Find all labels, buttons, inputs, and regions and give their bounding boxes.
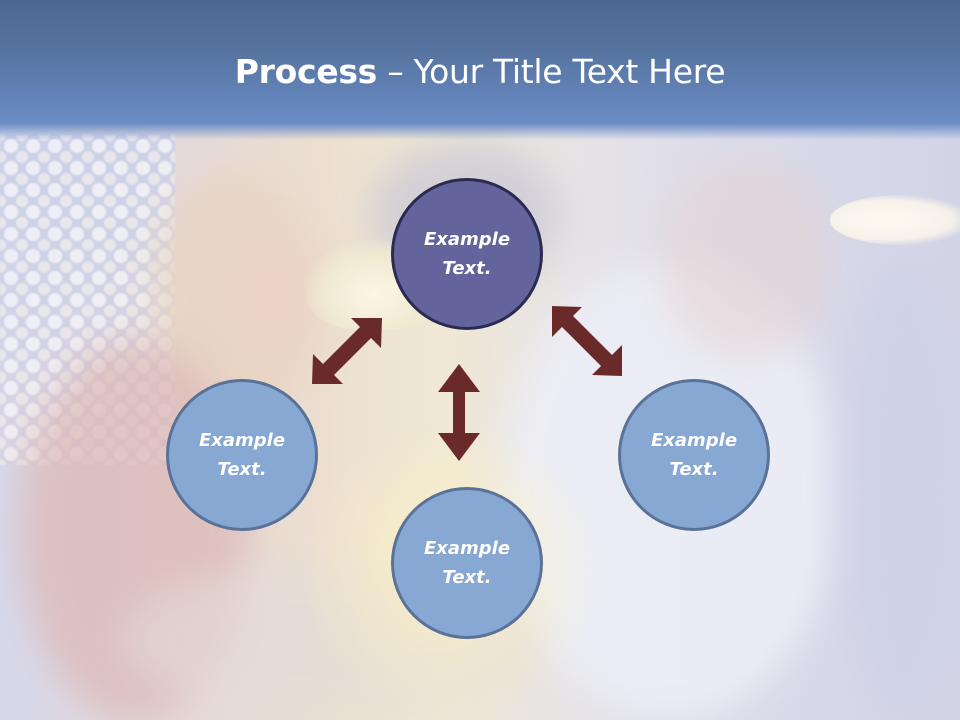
node-label-line2: Text. [217, 459, 267, 480]
process-node-bottom[interactable]: Example Text. [391, 487, 543, 639]
title-regular-part: – Your Title Text Here [377, 52, 726, 91]
title-band [0, 0, 960, 140]
back-wall-warm [660, 160, 830, 360]
node-label-line2: Text. [442, 258, 492, 279]
lamp-right [830, 195, 960, 245]
node-label-line1: Example [423, 538, 511, 559]
process-node-left[interactable]: Example Text. [166, 379, 318, 531]
title-bold-part: Process [234, 52, 378, 91]
node-label-line1: Example [650, 430, 738, 451]
node-label-line2: Text. [442, 567, 492, 588]
process-node-right[interactable]: Example Text. [618, 379, 770, 531]
node-label-line2: Text. [669, 459, 719, 480]
slide-title[interactable]: Process – Your Title Text Here [0, 52, 960, 91]
process-node-top[interactable]: Example Text. [391, 178, 543, 330]
double-arrow-top-right[interactable] [552, 306, 622, 376]
node-label-line1: Example [423, 229, 511, 250]
back-wall-right [840, 260, 960, 720]
double-arrow-vertical[interactable] [438, 364, 480, 461]
double-arrow-top-left[interactable] [312, 318, 382, 384]
node-label-line1: Example [198, 430, 286, 451]
woman-face [225, 230, 315, 360]
